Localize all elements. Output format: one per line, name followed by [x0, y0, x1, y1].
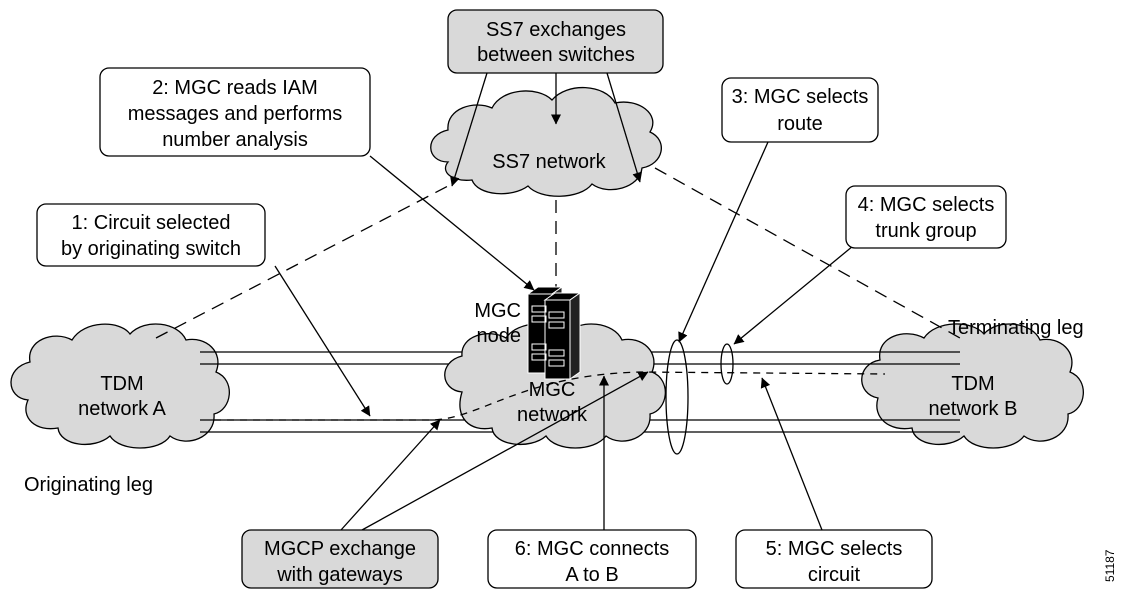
- mgc-network-label-line-1: MGC: [529, 379, 576, 401]
- ss7-exchanges-line-1: SS7 exchanges: [486, 19, 626, 41]
- ss7-network-cloud: [430, 86, 662, 197]
- step5-line-2: circuit: [808, 564, 861, 586]
- step1-line-1: 1: Circuit selected: [72, 212, 231, 234]
- mgcp-exchange-box: MGCP exchange with gateways: [241, 529, 439, 589]
- tdm-network-b-label-line-1: TDM: [951, 373, 994, 395]
- step5-box: 5: MGC selects circuit: [735, 529, 933, 589]
- step2-line-3: number analysis: [162, 129, 308, 151]
- mgc-node-label-line-1: MGC: [474, 300, 521, 322]
- step3-line-1: 3: MGC selects: [732, 86, 869, 108]
- step3-box: 3: MGC selects route: [721, 77, 879, 143]
- mgc-network-label-line-2: network: [517, 404, 588, 426]
- step1-box: 1: Circuit selected by originating switc…: [36, 203, 266, 267]
- step6-box: 6: MGC connects A to B: [487, 529, 697, 589]
- tdm-network-a-label-line-1: TDM: [100, 373, 143, 395]
- terminating-leg-label: Terminating leg: [948, 317, 1084, 339]
- tdm-network-b-cloud: [861, 323, 1084, 449]
- step2-line-1: 2: MGC reads IAM: [152, 77, 318, 99]
- ss7-network-label: SS7 network: [492, 151, 606, 173]
- step1-line-2: by originating switch: [61, 238, 241, 260]
- step4-line-2: trunk group: [875, 220, 976, 242]
- ss7-exchanges-line-2: between switches: [477, 44, 635, 66]
- step2-box: 2: MGC reads IAM messages and performs n…: [99, 67, 371, 157]
- tdm-network-a-cloud: [10, 323, 230, 449]
- callout-arrows: [274, 72, 854, 531]
- mgc-node-label-line-2: node: [477, 325, 522, 347]
- step3-line-2: route: [777, 113, 823, 135]
- step4-box: 4: MGC selects trunk group: [845, 185, 1007, 249]
- tdm-network-a-label-line-2: network A: [78, 398, 166, 420]
- circuit-path: [214, 371, 886, 421]
- mgc-node-server-icon: [526, 286, 582, 380]
- originating-leg-label: Originating leg: [24, 474, 153, 496]
- mgcp-exchange-line-1: MGCP exchange: [264, 538, 416, 560]
- figure-number: 51187: [1103, 549, 1117, 582]
- route-ellipse: [665, 339, 689, 455]
- step5-line-1: 5: MGC selects: [766, 538, 903, 560]
- step2-line-2: messages and performs: [128, 103, 343, 125]
- signaling-dashed-lines: [155, 167, 961, 339]
- mgcp-exchange-line-2: with gateways: [276, 564, 403, 586]
- ss7-exchanges-box: SS7 exchanges between switches: [447, 9, 664, 74]
- step4-line-1: 4: MGC selects: [858, 194, 995, 216]
- trunk-group-ellipse: [720, 343, 734, 385]
- step6-line-1: 6: MGC connects: [515, 538, 670, 560]
- tdm-network-b-label-line-2: network B: [929, 398, 1018, 420]
- step6-line-2: A to B: [565, 564, 618, 586]
